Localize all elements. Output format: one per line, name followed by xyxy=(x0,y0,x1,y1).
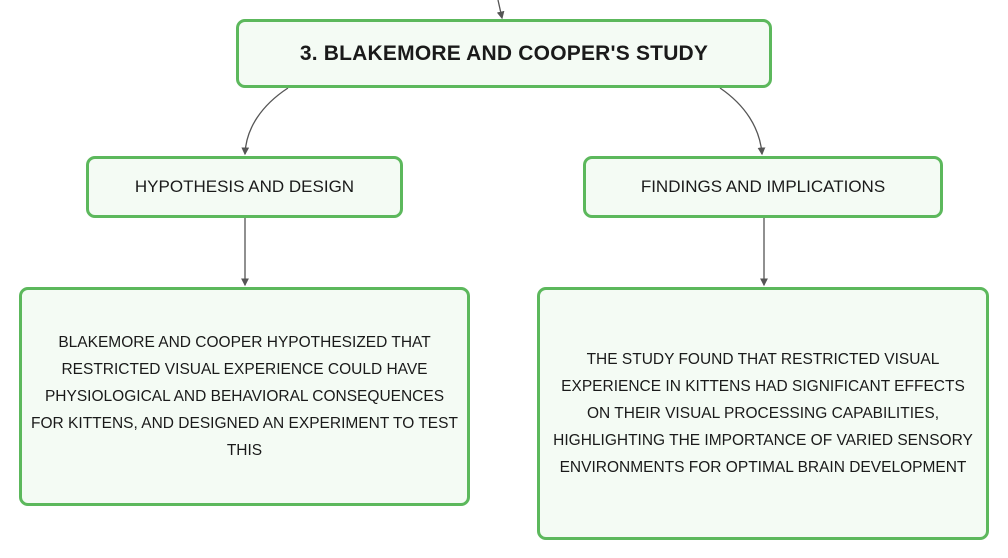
branch-node-hypothesis-and-design[interactable]: HYPOTHESIS AND DESIGN xyxy=(86,156,403,218)
detail-node-text: BLAKEMORE AND COOPER HYPOTHESIZED THAT R… xyxy=(31,334,458,459)
detail-node-text: THE STUDY FOUND THAT RESTRICTED VISUAL E… xyxy=(553,351,973,476)
branch-node-label: FINDINGS AND IMPLICATIONS xyxy=(640,177,886,196)
branch-node-findings-and-implications[interactable]: FINDINGS AND IMPLICATIONS xyxy=(583,156,943,218)
root-node[interactable]: 3. BLAKEMORE AND COOPER'S STUDY xyxy=(236,19,772,88)
connector-root-to-findings xyxy=(719,87,766,156)
detail-node-findings[interactable]: THE STUDY FOUND THAT RESTRICTED VISUAL E… xyxy=(537,287,989,540)
root-node-label: 3. BLAKEMORE AND COOPER'S STUDY xyxy=(299,41,709,65)
branch-node-label: HYPOTHESIS AND DESIGN xyxy=(134,177,355,196)
detail-node-hypothesis[interactable]: BLAKEMORE AND COOPER HYPOTHESIZED THAT R… xyxy=(19,287,470,506)
connector-incoming xyxy=(496,0,505,20)
connector-root-to-hypothesis xyxy=(241,87,289,156)
